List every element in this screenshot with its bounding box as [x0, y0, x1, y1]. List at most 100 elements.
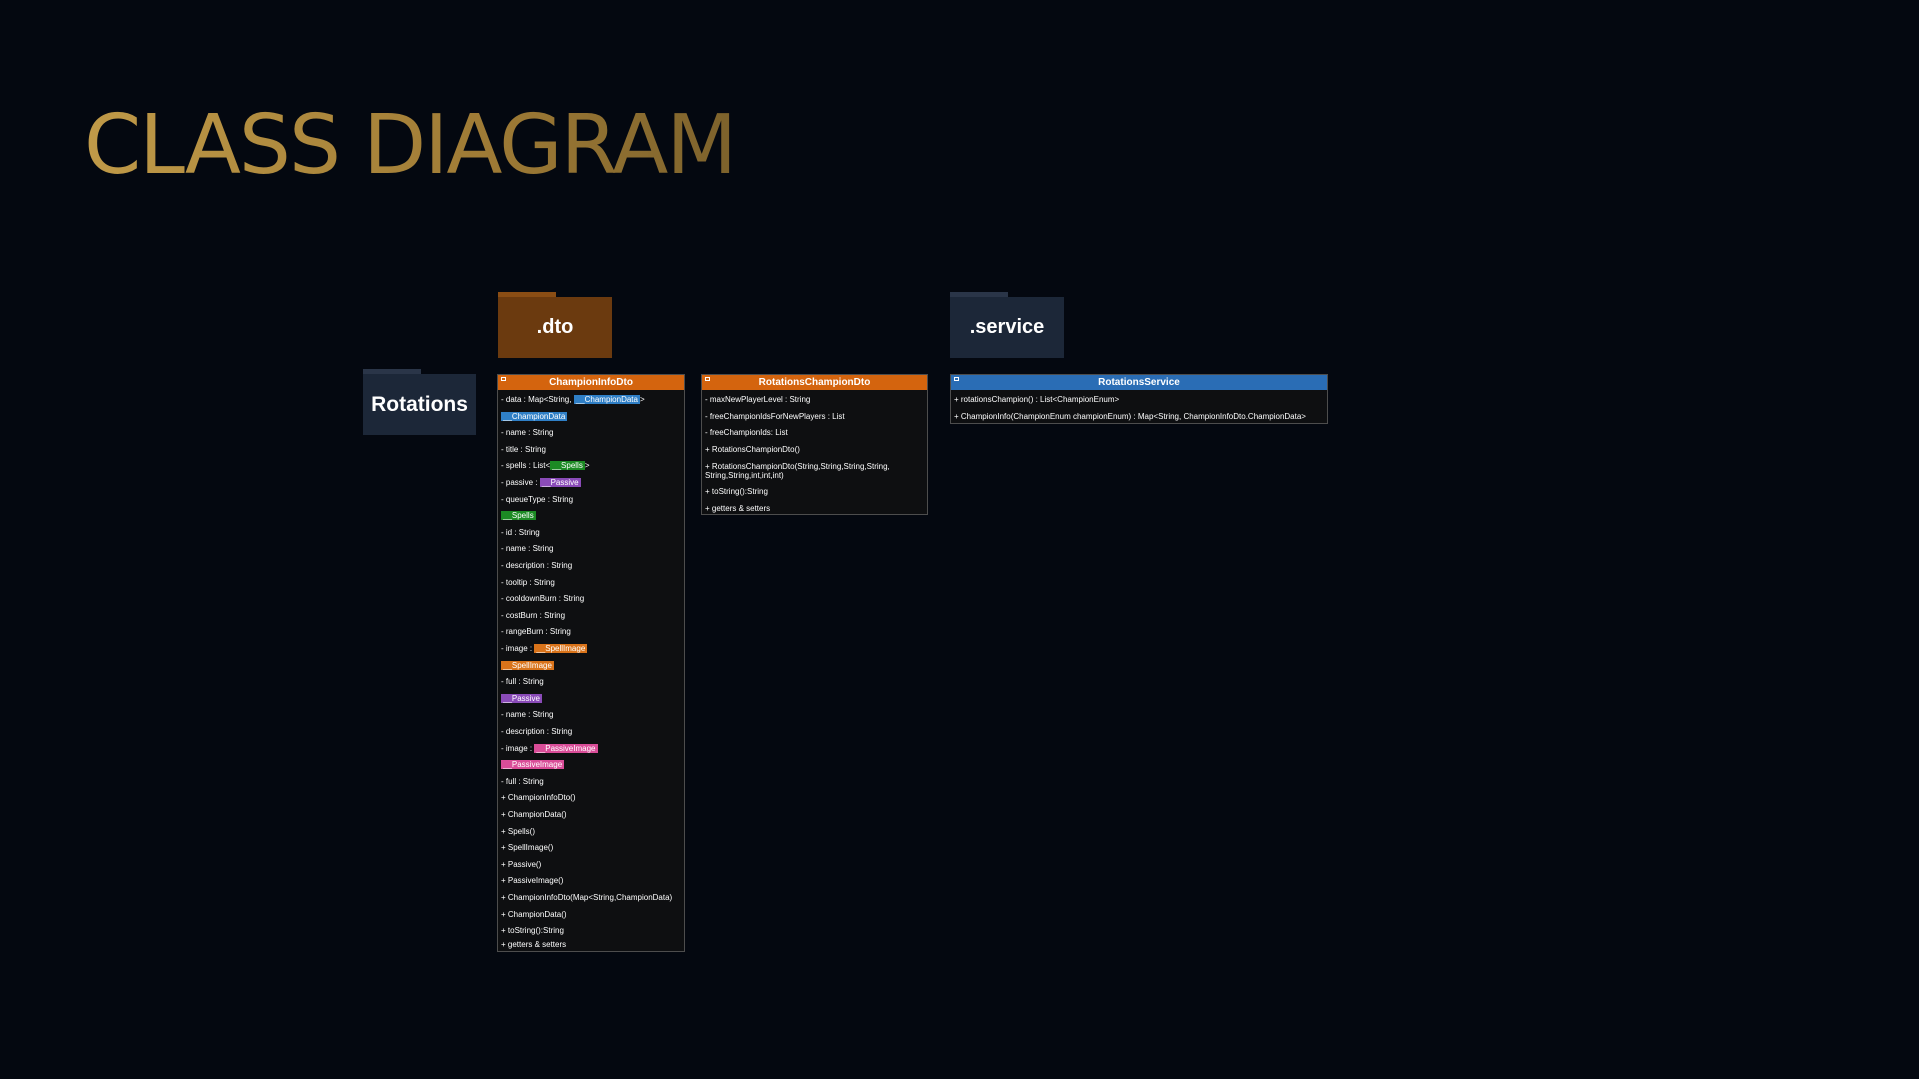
member-text: + SpellImage() — [501, 843, 554, 853]
member-text: + getters & setters — [705, 503, 771, 513]
class-member: __SpellImage — [501, 660, 554, 670]
member-text: + getters & setters — [501, 940, 567, 950]
member-text: - costBurn : String — [501, 610, 566, 620]
type-highlight: __ChampionData — [501, 411, 568, 421]
collapse-icon — [705, 377, 710, 381]
member-text: - name : String — [501, 710, 554, 720]
class-member: + RotationsChampionDto() — [705, 445, 800, 454]
member-text: + ChampionInfoDto() — [501, 793, 576, 803]
class-member: - name : String — [501, 428, 553, 437]
member-text: + rotationsChampion() : List<ChampionEnu… — [954, 395, 1120, 404]
class-member: + rotationsChampion() : List<ChampionEnu… — [954, 395, 1119, 404]
type-highlight: __Spells — [550, 461, 585, 471]
class-member: - tooltip : String — [501, 578, 555, 587]
class-member: - id : String — [501, 528, 540, 537]
class-member: - cooldownBurn : String — [501, 594, 584, 603]
class-member: - spells : List<__Spells> — [501, 461, 590, 471]
class-member: - title : String — [501, 445, 546, 454]
member-text: - rangeBurn : String — [501, 627, 571, 637]
member-text: - queueType : String — [501, 494, 574, 504]
class-member: __PassiveImage — [501, 760, 565, 770]
class-member: + ChampionInfoDto() — [501, 793, 575, 802]
class-member: + getters & setters — [705, 504, 770, 513]
member-text: - full : String — [501, 677, 544, 687]
class-championinfodto: ChampionInfoDto - data : Map<String, __C… — [497, 374, 685, 952]
class-member: + PassiveImage() — [501, 876, 563, 885]
class-header: RotationsService — [951, 375, 1327, 390]
folder-tab — [498, 292, 556, 298]
type-highlight: __Spells — [501, 511, 536, 521]
member-text: - freeChampionIdsForNewPlayers : List — [705, 411, 845, 421]
member-text: String,String,int,int,int) — [705, 471, 784, 480]
class-member: - data : Map<String, __ChampionData> — [501, 395, 645, 404]
class-member: __Passive — [501, 693, 542, 703]
package-dto-label: .dto — [536, 316, 574, 338]
member-suffix: > — [584, 461, 590, 471]
class-member: __Spells — [501, 511, 536, 521]
class-rotationsservice: RotationsService + rotationsChampion() :… — [950, 374, 1328, 424]
package-dto-body: .dto — [498, 297, 612, 358]
class-member: + toString():String — [705, 487, 768, 496]
member-text: + ChampionInfoDto(Map<String,ChampionDat… — [501, 893, 673, 902]
class-member: - freeChampionIdsForNewPlayers : List — [705, 412, 845, 421]
type-highlight: __Passive — [501, 693, 542, 703]
folder-tab — [363, 369, 421, 375]
member-text: - freeChampionIds: List — [705, 428, 788, 437]
package-rotations-label: Rotations — [371, 392, 468, 416]
member-text: - name : String — [501, 428, 554, 438]
member-text: + toString():String — [501, 926, 564, 936]
class-member: - description : String — [501, 727, 572, 736]
member-text: + ChampionData() — [501, 810, 567, 819]
member-text: - data : Map<String, — [501, 395, 574, 404]
class-name: RotationsService — [1098, 377, 1180, 388]
class-member: - name : String — [501, 710, 553, 719]
class-member: + ChampionData() — [501, 810, 567, 819]
class-member: - rangeBurn : String — [501, 627, 571, 636]
member-text: - title : String — [501, 444, 546, 454]
class-name: RotationsChampionDto — [758, 377, 871, 388]
member-text: + Passive() — [501, 859, 542, 869]
collapse-icon — [954, 377, 959, 381]
class-member: - image : __SpellImage — [501, 644, 588, 653]
member-text: - maxNewPlayerLevel : String — [705, 395, 811, 404]
class-member: __ChampionData — [501, 411, 568, 421]
type-highlight: __PassiveImage — [534, 743, 598, 753]
member-text: - name : String — [501, 544, 554, 554]
class-name: ChampionInfoDto — [549, 377, 633, 388]
member-text: - image : — [501, 743, 535, 753]
package-rotations-body: Rotations — [363, 374, 476, 435]
member-text: - id : String — [501, 527, 540, 537]
type-highlight: __PassiveImage — [501, 760, 565, 770]
member-text: + PassiveImage() — [501, 876, 564, 886]
folder-tab — [950, 292, 1008, 298]
class-member: - full : String — [501, 677, 544, 686]
type-highlight: __SpellImage — [501, 660, 554, 670]
package-service: .service — [950, 292, 1064, 358]
package-service-label: .service — [969, 316, 1045, 338]
class-member: + Spells() — [501, 827, 535, 836]
page-title: CLASS DIAGRAM — [84, 98, 737, 193]
type-highlight: __SpellImage — [534, 644, 588, 653]
member-text: - description : String — [501, 561, 573, 570]
class-member: + ChampionInfoDto(Map<String,ChampionDat… — [501, 893, 672, 902]
member-text: - cooldownBurn : String — [501, 594, 585, 604]
class-member: + Passive() — [501, 860, 541, 869]
member-text: + toString():String — [705, 487, 768, 496]
class-member: String,String,int,int,int) — [705, 471, 784, 480]
member-text: + Spells() — [501, 826, 536, 836]
class-member: - name : String — [501, 544, 553, 553]
class-header: ChampionInfoDto — [498, 375, 684, 390]
type-highlight: __ChampionData — [573, 395, 640, 404]
class-member: + ChampionInfo(ChampionEnum championEnum… — [954, 412, 1306, 421]
class-member: + toString():String — [501, 926, 564, 935]
member-text: - description : String — [501, 727, 573, 736]
class-member: + SpellImage() — [501, 843, 553, 852]
member-text: + RotationsChampionDto(String,String,Str… — [705, 462, 890, 471]
class-member: - full : String — [501, 777, 544, 786]
member-text: - tooltip : String — [501, 577, 555, 587]
member-text: - spells : List< — [501, 461, 551, 471]
class-member: - freeChampionIds: List — [705, 428, 788, 437]
collapse-icon — [501, 377, 506, 381]
member-text: - full : String — [501, 776, 544, 786]
class-member: + RotationsChampionDto(String,String,Str… — [705, 462, 890, 471]
